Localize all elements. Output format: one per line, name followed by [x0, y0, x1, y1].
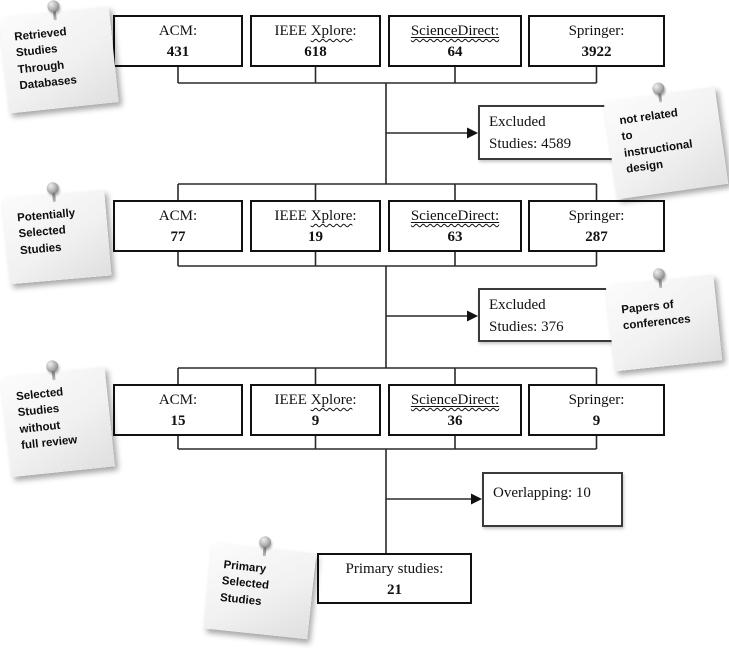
pushpin-icon: [45, 181, 61, 205]
box-value: 36: [447, 413, 463, 429]
box-label-underlined: Xplore: [310, 23, 353, 39]
box-value: 3922: [581, 44, 612, 60]
note-selected-without-review: Selected Studies without full review: [1, 359, 115, 478]
box-label-text: Primary studies:: [345, 561, 444, 577]
box-value: 15: [170, 413, 186, 429]
sticky-note-paper: Selected Studies without full review: [1, 366, 115, 478]
box-label-text: Springer:: [568, 23, 625, 39]
box-label-underlined: Xplore: [310, 208, 353, 224]
box-overlapping: Overlapping: 10: [482, 472, 623, 527]
box-potential-ieee: IEEE Xplore: 19: [250, 200, 381, 252]
pushpin-icon: [651, 81, 668, 106]
box-label-text: Springer:: [568, 208, 625, 224]
box-excluded-376: Excluded Studies: 376: [478, 288, 620, 342]
box-label: ACM:: [115, 21, 241, 42]
box-label-text: ScienceDirect:: [410, 208, 500, 224]
box-primary-studies: Primary studies: 21: [317, 553, 472, 604]
box-label-text: :: [352, 23, 357, 39]
excluded-line2: Studies: 376: [489, 319, 564, 335]
sticky-note-paper: Retrieved Studies Through Databases: [0, 6, 119, 114]
note-papers-of-conferences: Papers of conferences: [605, 267, 723, 372]
box-label-text: ACM:: [158, 208, 198, 224]
box-potential-sciencedirect: ScienceDirect: 63: [388, 200, 522, 252]
box-label: ScienceDirect:: [390, 21, 520, 42]
box-retrieved-ieee: IEEE Xplore: 618: [250, 15, 381, 67]
box-label-text: ScienceDirect:: [410, 392, 500, 408]
box-label-text: IEEE: [274, 23, 311, 39]
sticky-note-paper: Potentially Selected Studies: [2, 189, 112, 285]
pushpin-icon: [46, 0, 62, 23]
box-label-text: ScienceDirect:: [410, 23, 500, 39]
excluded-line1: Excluded: [489, 114, 546, 130]
box-selected-ieee: IEEE Xplore: 9: [250, 384, 381, 436]
box-value: 63: [447, 229, 463, 245]
box-selected-springer: Springer: 9: [528, 384, 665, 436]
box-label-underlined: ScienceDirect:: [411, 392, 499, 408]
box-value: 618: [304, 44, 327, 60]
box-value: 287: [585, 229, 608, 245]
box-retrieved-springer: Springer: 3922: [528, 15, 665, 67]
box-retrieved-sciencedirect: ScienceDirect: 64: [388, 15, 522, 67]
pushpin-icon: [256, 535, 272, 559]
box-label-text: Springer:: [568, 392, 625, 408]
pushpin-icon: [45, 359, 61, 383]
box-label: IEEE Xplore:: [252, 206, 379, 227]
box-retrieved-acm: ACM: 431: [113, 15, 243, 67]
box-value: 77: [170, 229, 186, 245]
box-label: IEEE Xplore:: [252, 390, 379, 411]
box-label-underlined: ScienceDirect:: [411, 23, 499, 39]
box-label: ACM:: [115, 206, 241, 227]
note-potentially-selected: Potentially Selected Studies: [2, 181, 112, 285]
box-label: ScienceDirect:: [390, 206, 520, 227]
box-label: IEEE Xplore:: [252, 21, 379, 42]
box-label-underlined: ScienceDirect:: [411, 208, 499, 224]
note-text: Potentially Selected Studies: [2, 190, 111, 285]
box-label-underlined: Xplore: [310, 392, 353, 408]
box-label: Primary studies:: [319, 559, 470, 580]
pushpin-icon: [651, 267, 667, 291]
box-value: 431: [166, 44, 190, 60]
box-label: ACM:: [115, 390, 241, 411]
box-label-text: IEEE: [274, 392, 311, 408]
excluded-line2: Studies: 4589: [489, 136, 572, 152]
box-label: Springer:: [530, 21, 663, 42]
box-value: 9: [592, 413, 601, 429]
box-label-text: IEEE: [274, 208, 311, 224]
box-potential-acm: ACM: 77: [113, 200, 243, 252]
box-selected-acm: ACM: 15: [113, 384, 243, 436]
box-label-text: :: [352, 208, 357, 224]
box-selected-sciencedirect: ScienceDirect: 36: [388, 384, 522, 436]
box-potential-springer: Springer: 287: [528, 200, 665, 252]
box-label: Springer:: [530, 390, 663, 411]
box-value: 21: [387, 582, 402, 598]
box-value: 19: [308, 229, 323, 245]
box-label-text: ACM:: [158, 392, 198, 408]
excluded-line1: Excluded: [489, 297, 546, 313]
arrowhead-icon: [467, 127, 482, 505]
note-not-related: not related to instructional design: [603, 81, 729, 200]
box-excluded-4589: Excluded Studies: 4589: [478, 105, 620, 160]
note-text: Selected Studies without full review: [1, 367, 115, 477]
box-label-text: ACM:: [158, 23, 198, 39]
note-primary-selected: Primary Selected Studies: [203, 535, 317, 640]
box-label: Springer:: [530, 206, 663, 227]
box-value: 9: [311, 413, 320, 429]
box-value: 64: [447, 44, 463, 60]
box-label: ScienceDirect:: [390, 390, 520, 411]
note-text: Retrieved Studies Through Databases: [0, 7, 119, 114]
note-retrieved-studies: Retrieved Studies Through Databases: [0, 0, 119, 114]
overlapping-text: Overlapping: 10: [493, 485, 591, 501]
box-label-text: :: [352, 392, 357, 408]
